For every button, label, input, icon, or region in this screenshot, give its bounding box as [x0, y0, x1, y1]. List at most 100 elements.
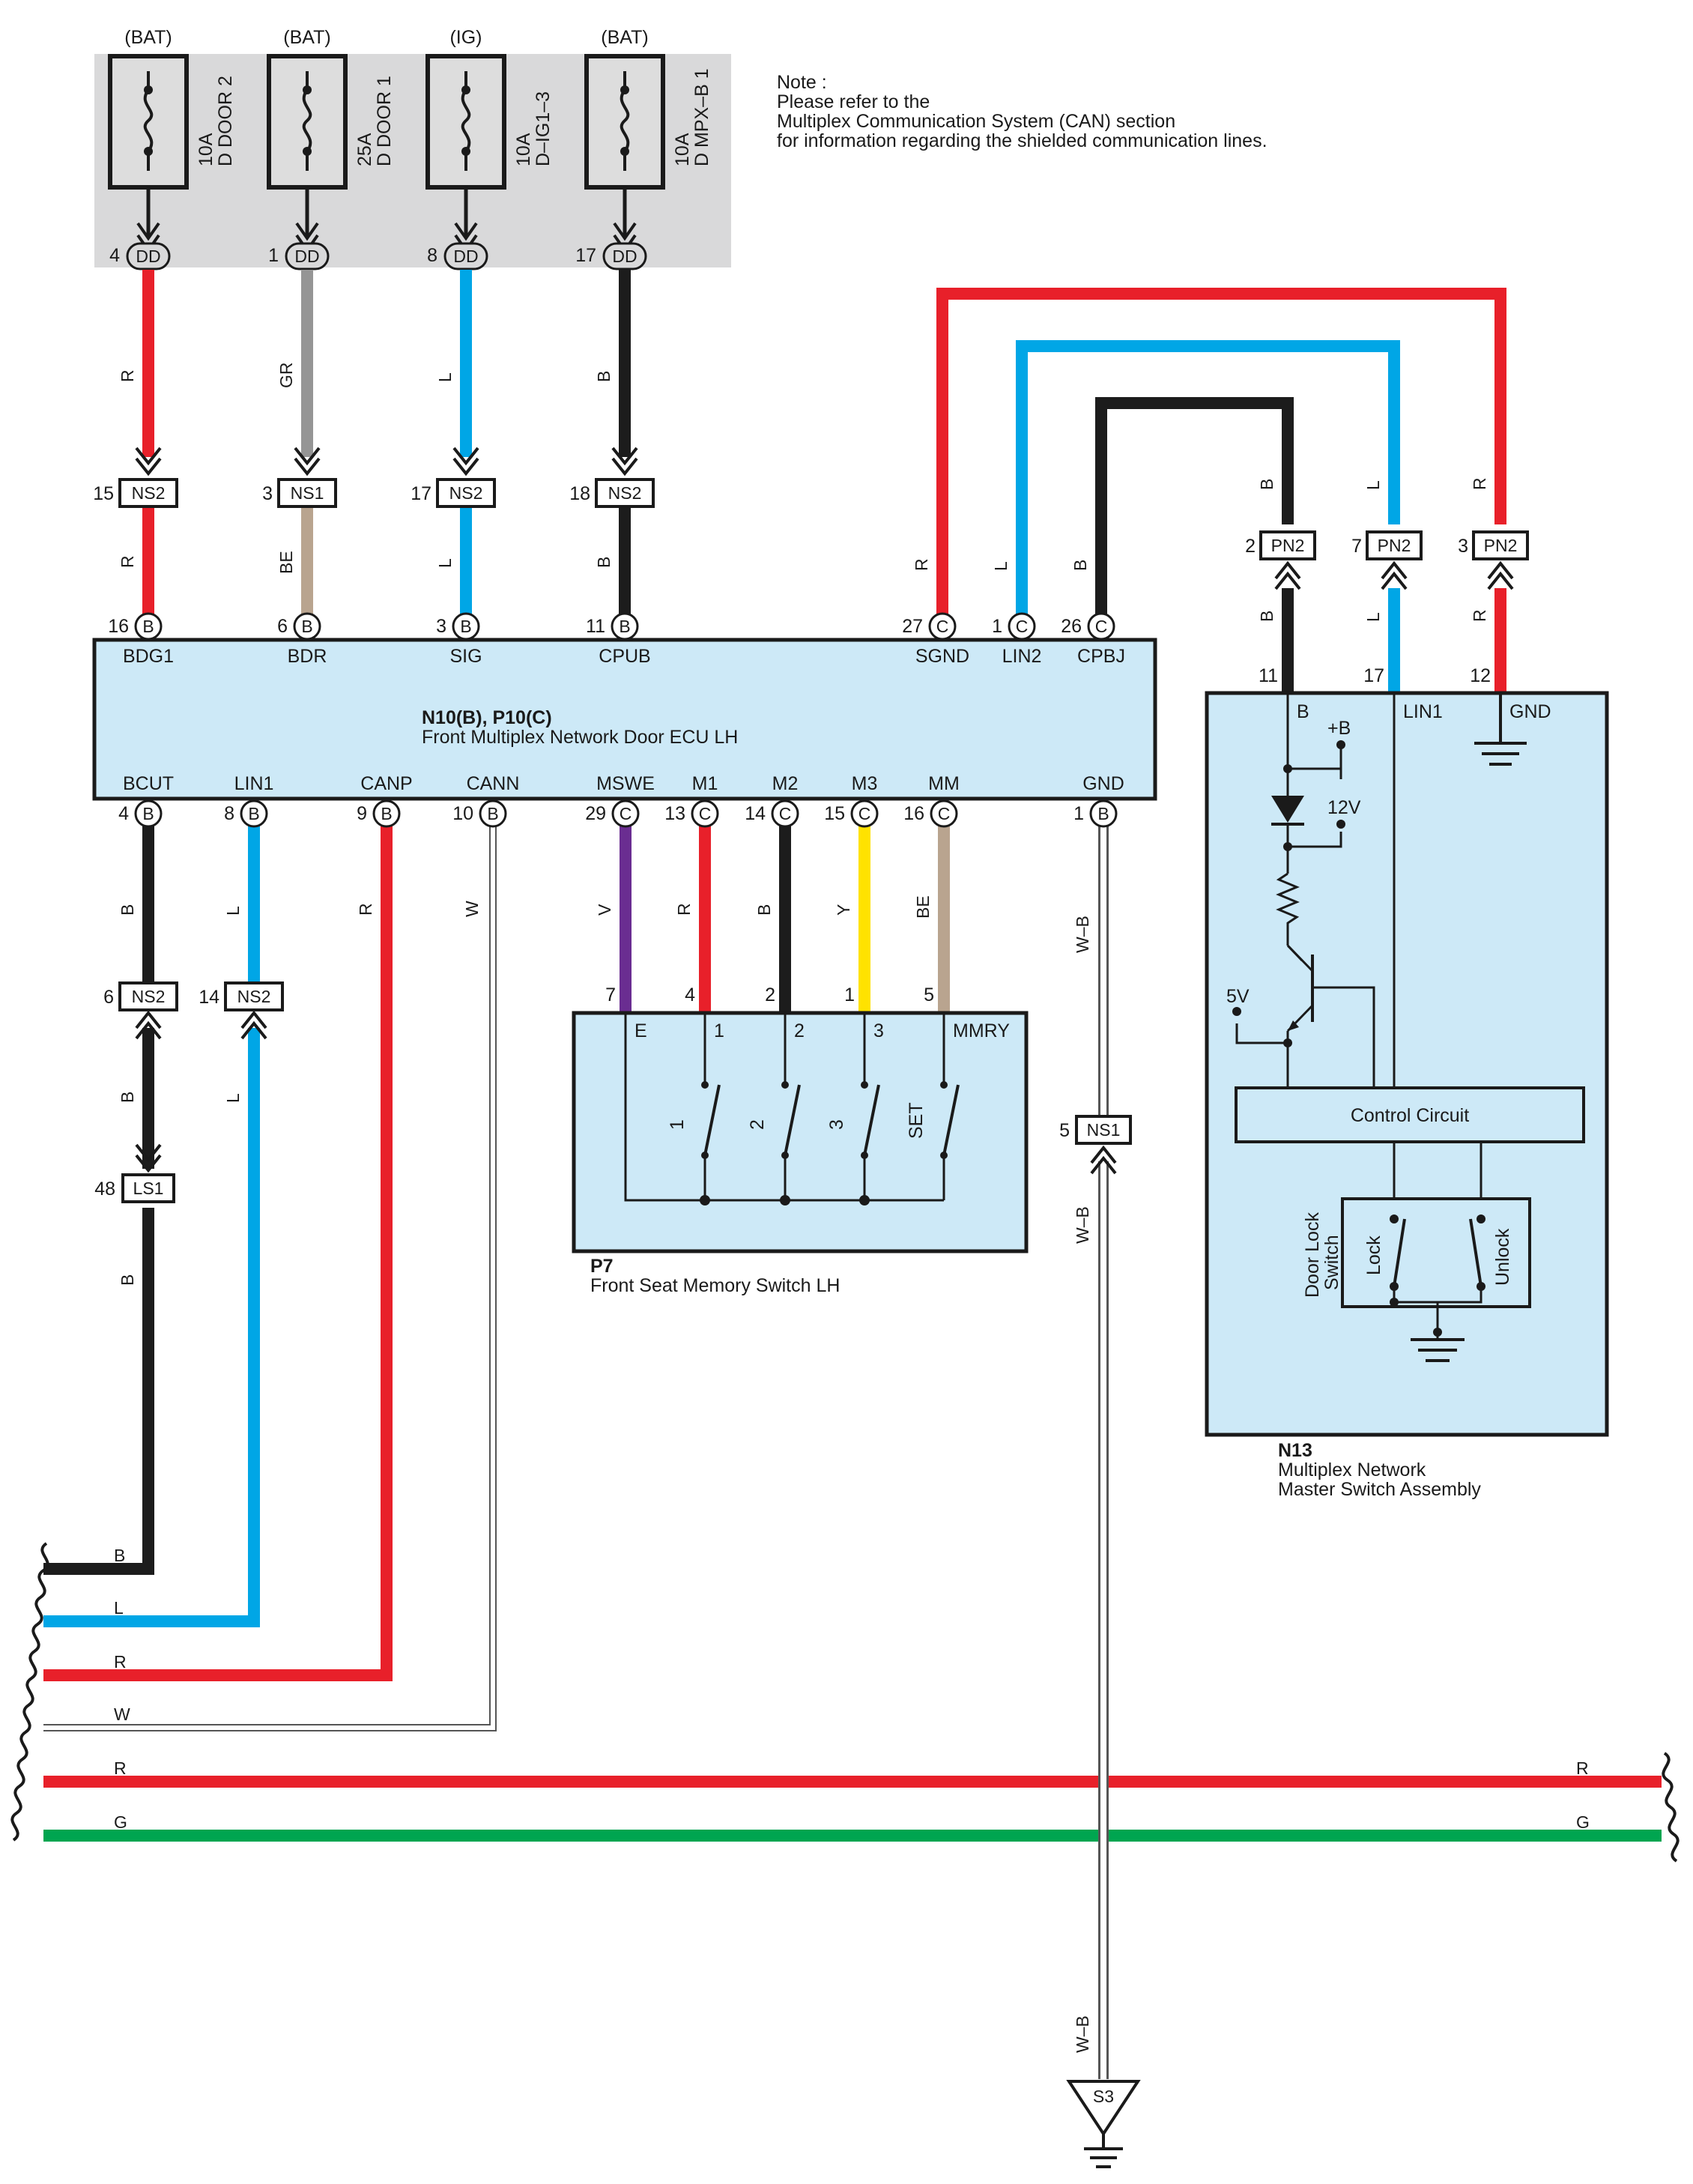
ecu-name: Front Multiplex Network Door ECU LH: [422, 727, 738, 748]
ecu-bottom-wires: [43, 824, 950, 1731]
lower-connectors: NS2 6 NS2 14 LS1 48 NS1 5: [94, 981, 1132, 1203]
svg-text:12: 12: [1470, 665, 1491, 686]
gnd-wire-label-2: W–B: [1073, 1206, 1092, 1244]
ecu-bottom-pin-m3: M3 C 15: [824, 773, 879, 828]
wire-label-pn2-l-a: L: [1363, 480, 1383, 490]
note-line-3: for information regarding the shielded c…: [777, 130, 1268, 151]
bundle-label-w: W: [114, 1704, 130, 1724]
ns-pin-3: 17: [411, 483, 431, 504]
ecu-top-pin-lin2: C 1 LIN2: [992, 612, 1042, 667]
svg-text:B: B: [142, 617, 154, 636]
svg-text:6: 6: [277, 616, 288, 637]
svg-text:CPBJ: CPBJ: [1077, 646, 1125, 667]
bundle-label-l: L: [114, 1598, 124, 1618]
wire-label-sgnd: R: [912, 558, 931, 571]
svg-text:SIG: SIG: [449, 646, 482, 667]
note-line-2: Multiplex Communication System (CAN) sec…: [777, 111, 1175, 132]
ground-s3: S3: [1066, 2080, 1141, 2168]
note-line-1: Please refer to the: [777, 91, 930, 112]
note-title: Note :: [777, 72, 827, 93]
svg-text:11: 11: [586, 616, 605, 637]
master-switch-id: N13: [1278, 1440, 1312, 1461]
ecu-bottom-pins: BCUT B 4 LIN1 B 8 CANP B 9 CANN B 10 MSW…: [118, 773, 1124, 828]
svg-text:R: R: [674, 903, 694, 916]
svg-text:+B: +B: [1327, 718, 1351, 739]
fuse-3: (IG) 10A D–IG1–3 8: [425, 27, 554, 266]
ecu-id: N10(B), P10(C): [422, 707, 552, 728]
fuse-4-pin: 17: [575, 245, 596, 266]
svg-text:MM: MM: [928, 773, 960, 794]
svg-text:C: C: [699, 804, 712, 823]
bundle-label-b: B: [114, 1546, 125, 1565]
svg-text:11: 11: [1259, 665, 1278, 686]
svg-text:2: 2: [747, 1119, 768, 1130]
ecu-bottom-pin-gnd: GND B 1: [1073, 773, 1124, 828]
svg-text:M1: M1: [692, 773, 718, 794]
fuse-3-pin: 8: [427, 245, 437, 266]
svg-text:W: W: [462, 901, 482, 917]
svg-text:LIN2: LIN2: [1002, 646, 1042, 667]
ecu-bottom-pin-mm: MM C 16: [903, 773, 960, 828]
svg-text:B: B: [142, 804, 154, 823]
svg-text:3: 3: [826, 1119, 847, 1130]
pn2-wire-labels: R L B B L R B L R: [912, 477, 1489, 622]
svg-text:SGND: SGND: [915, 646, 969, 667]
dd-conn-4: DD: [612, 246, 637, 266]
svg-text:1: 1: [992, 616, 1002, 637]
ecu-top-pin-bdr: B 6 BDR: [277, 612, 327, 667]
svg-text:GND: GND: [1509, 701, 1551, 722]
svg-text:5V: 5V: [1226, 986, 1250, 1007]
pn2-wires: [936, 288, 1506, 693]
svg-text:MSWE: MSWE: [596, 773, 655, 794]
ns2-a-conn: NS2: [132, 987, 166, 1006]
ns-connectors-top: NS2 NS1 NS2 NS2 15 3 17 18: [93, 447, 655, 508]
memory-switch: 7 4 2 1 5 E 1 2 3 MMRY 1 2 3 SET P7 Fron…: [572, 984, 1029, 1296]
dd-conn-1: DD: [136, 246, 160, 266]
svg-text:R: R: [356, 903, 375, 916]
svg-text:1: 1: [714, 1020, 724, 1041]
wire-label-4a: B: [594, 371, 614, 382]
supply-wires: [142, 270, 631, 614]
pn2-conn-1: PN2: [1271, 536, 1305, 555]
svg-text:BE: BE: [913, 895, 933, 919]
pn2-connectors: PN2 PN2 PN2 2 7 3: [1245, 530, 1529, 590]
svg-text:13: 13: [664, 803, 685, 824]
ground-s3-label: S3: [1093, 2087, 1114, 2106]
svg-text:GND: GND: [1082, 773, 1124, 794]
svg-text:SET: SET: [906, 1102, 927, 1139]
svg-text:CANP: CANP: [360, 773, 412, 794]
svg-text:B: B: [754, 904, 774, 916]
svg-text:1: 1: [667, 1119, 688, 1130]
fuse-3-supply: (IG): [449, 27, 482, 48]
bundle-labels: B L R W R G R G: [114, 1546, 1590, 1832]
ns-pin-4: 18: [569, 483, 590, 504]
ns1-gnd-conn: NS1: [1087, 1120, 1121, 1140]
svg-text:V: V: [595, 904, 614, 916]
svg-text:12V: 12V: [1327, 797, 1361, 818]
ns1-gnd-pin: 5: [1059, 1120, 1070, 1141]
ecu-bottom-pin-mswe: MSWE C 29: [585, 773, 655, 828]
svg-text:15: 15: [824, 803, 845, 824]
svg-text:B: B: [301, 617, 312, 636]
dd-conn-3: DD: [453, 246, 478, 266]
wire-label-3a: L: [435, 372, 455, 382]
bundle-break-marks: [10, 1542, 1680, 1863]
svg-text:16: 16: [903, 803, 924, 824]
ecu-top-pin-bdg1: B 16 BDG1: [108, 612, 174, 667]
svg-text:2: 2: [765, 984, 775, 1005]
svg-text:W–B: W–B: [1073, 916, 1092, 953]
svg-text:LIN1: LIN1: [1403, 701, 1443, 722]
bus-label-r-right: R: [1576, 1758, 1589, 1778]
ls1-conn: LS1: [133, 1179, 164, 1198]
wire-label-pn2-b-a: B: [1257, 479, 1276, 490]
fuse-4: (BAT) 10A D MPX–B 1 17: [575, 27, 712, 266]
svg-text:BDR: BDR: [288, 646, 327, 667]
wire-label-4b: B: [594, 557, 614, 568]
svg-text:26: 26: [1061, 616, 1082, 637]
svg-text:7: 7: [605, 984, 616, 1005]
fuse-2-supply: (BAT): [283, 27, 330, 48]
svg-text:C: C: [779, 804, 792, 823]
master-switch-name-1: Multiplex Network: [1278, 1459, 1426, 1480]
bundle-label-r: R: [114, 1652, 127, 1672]
